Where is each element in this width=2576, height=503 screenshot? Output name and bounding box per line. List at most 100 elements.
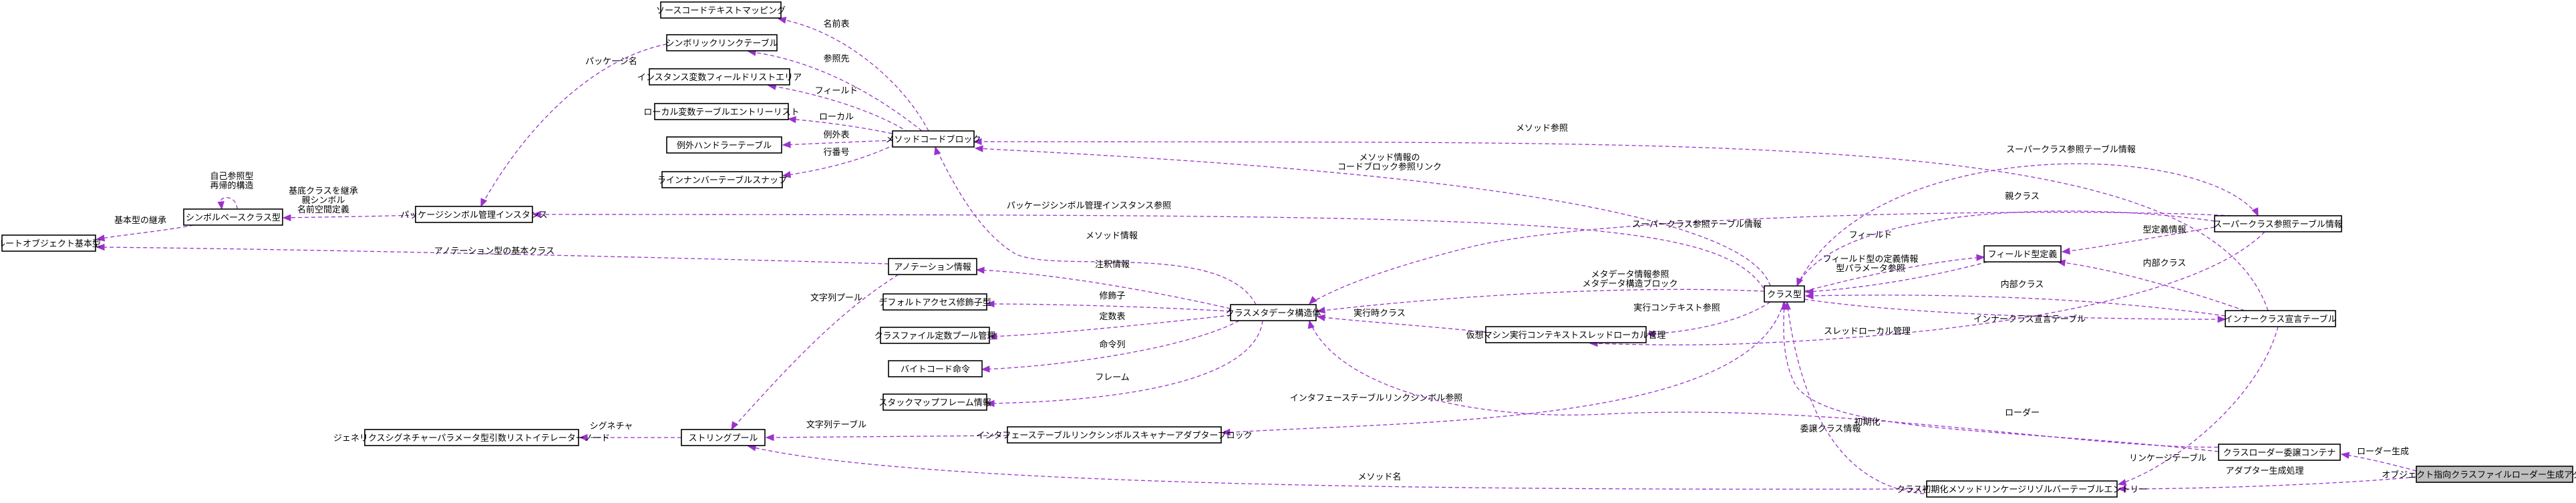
edge-label: ローカル [819,112,854,122]
edge-label: スーパークラス参照テーブル情報 [1632,219,1762,230]
edge-arrowhead [1316,314,1326,321]
edge-arrowhead [1316,307,1326,314]
node-tl4[interactable]: ローカル変数テーブルエントリーリスト [643,103,800,120]
node-tl1[interactable]: ソースコードテキストマッピング [656,1,786,19]
node-classhub[interactable]: クラスメタデータ構造体 [1226,304,1321,321]
edge-n_r1-to-n_vmcore: スレッドローカル管理 [1589,231,2265,347]
node-tl5[interactable]: 例外ハンドラーテーブル [666,136,782,154]
edge-n_classhub-to-n_methodhub: メソッド情報 [934,146,1257,305]
node-label: スーパークラス参照テーブル情報 [2213,219,2343,230]
node-box [2416,466,2573,483]
node-label: インタフェーステーブルリンクシンボルスキャナーアダプターブロック [976,430,1252,441]
node-label: 仮想マシン実行コンテキストスレッドローカル管理 [1466,330,1666,341]
edge-line [1796,163,2259,287]
node-vmcore[interactable]: 仮想マシン実行コンテキストスレッドローカル管理 [1466,326,1666,343]
node-box [183,208,283,226]
edge-label: メタデータ情報参照メタデータ構造ブロック [1582,269,1677,289]
edge-label: ローダー [2005,408,2040,418]
edge-n_r2-to-n_bottomlong: リンケージテーブル [2117,326,2279,486]
edge-line [986,320,1263,404]
node-r2[interactable]: インナークラス宣言テーブル [2225,310,2337,327]
node-root[interactable]: ルートオブジェクト基本型 [0,234,101,252]
edge-arrowhead [2340,452,2350,459]
node-symbase[interactable]: シンボルベースクラス型 [183,208,283,226]
node-label: パッケージシンボル管理インスタンス [400,210,547,220]
node-leftlong[interactable]: ジェネリクスシグネチャーパラメータ型引数リストイテレーターノード [333,429,610,446]
edge-label: メソッド参照 [1516,123,1568,134]
edge-line [782,140,893,146]
edge-arrowhead [282,214,291,222]
edge-line [1309,212,2232,305]
node-box [882,293,987,311]
edge-label: 初期化 [1854,417,1880,428]
node-label: スタックマップフレーム情報 [878,398,991,408]
edge-n_r2-to-n_center: 内部クラス [1804,279,2226,317]
edge-label: 基本型の継承 [114,216,166,226]
edge-line [532,214,1768,295]
edge-label: アノテーション型の基本クラス [434,246,554,257]
node-methodhub[interactable]: メソッドコードブロック [885,130,981,148]
node-bottomlong[interactable]: クラス初期化メソッドリンケージリゾルバーテーブルエントリー [1897,480,2148,498]
edge-arrowhead [985,300,995,308]
edge-label: 内部クラス [2143,258,2187,269]
edge-arrowhead [975,267,985,274]
node-label: フィールド型定義 [1988,249,2058,260]
edge-n_center-to-n_r1: スーパークラス参照テーブル情報 [1796,144,2259,287]
edge-arrowhead [532,210,541,218]
node-m5[interactable]: スタックマップフレーム情報 [878,393,991,411]
edge-n_classhub-to-n_m1: 注釈情報 [975,260,1231,309]
edge-label: フレーム [1095,373,1130,383]
edge-line [788,118,899,136]
node-longmid[interactable]: インタフェーステーブルリンクシンボルスキャナーアダプターブロック [976,426,1253,444]
edge-label: 親クラス [2005,192,2040,202]
node-pkgsym[interactable]: パッケージシンボル管理インスタンス [400,206,548,223]
edge-n_focus-to-n_r3: ローダー生成 [2340,447,2417,472]
edge-arrowhead [1796,277,1804,287]
edge-n_methodhub-to-n_tl6: 行番号 [782,144,896,178]
node-ftype[interactable]: フィールド型定義 [1983,245,2062,263]
edge-label: 命令列 [1099,339,1125,350]
node-label: ルートオブジェクト基本型 [0,238,101,249]
edge-label: スーパークラス参照テーブル情報 [2006,144,2136,155]
node-label: インナークラス宣言テーブル [2225,314,2337,325]
node-r1[interactable]: スーパークラス参照テーブル情報 [2213,215,2343,232]
edge-arrowhead [985,399,995,407]
edge-label: フィールド [1849,230,1893,240]
node-m2[interactable]: デフォルトアクセス修飾子型 [878,293,991,311]
edge-layer: 名前表参照先フィールドローカル例外表行番号パッケージ名基底クラスを継承親シンボル… [96,17,2417,495]
edge-line [96,246,889,265]
node-box [882,393,987,411]
edge-arrowhead [2117,485,2126,493]
node-box [2214,215,2342,232]
node-tl6[interactable]: ラインナンバーテーブルスナップ [657,171,787,188]
node-m1[interactable]: アノテーション情報 [888,258,977,275]
edge-arrowhead [2061,247,2070,255]
edge-line [1317,289,1765,312]
node-r3[interactable]: クラスローダー委譲コンテナ [2218,444,2341,461]
node-label: ストリングプール [688,434,758,444]
edge-line [778,18,929,132]
edge-label: 内部クラス [2001,279,2044,290]
node-label: ラインナンバーテーブルスナップ [657,175,787,186]
node-box [892,130,975,148]
node-box [2218,444,2341,461]
node-box [1230,304,1317,321]
node-center[interactable]: クラス型 [1764,285,1805,303]
edge-line [1805,295,2226,317]
edge-arrowhead [782,171,792,178]
edge-arrowhead [981,365,990,373]
node-strpool[interactable]: ストリングプール [681,429,766,446]
edge-n_classhub-to-n_m5: フレーム [985,320,1263,407]
edge-label: 型定義情報 [2142,224,2186,235]
node-focus[interactable]: オブジェクト指向クラスファイルローダー生成アダプター [2382,466,2576,483]
node-m4[interactable]: バイトコード命令 [888,360,983,377]
edge-label: 参照先 [823,53,849,64]
node-tl3[interactable]: インスタンス変数フィールドリストエリア [637,68,802,86]
node-m3[interactable]: クラスファイル定数プール管理 [874,327,996,344]
edge-label: 実行時クラス [1353,308,1406,319]
edge-arrowhead [787,116,796,124]
edge-n_classhub-to-n_m2: 修飾子 [985,291,1231,312]
node-tl2[interactable]: シンボリックリンクテーブル [665,34,778,51]
